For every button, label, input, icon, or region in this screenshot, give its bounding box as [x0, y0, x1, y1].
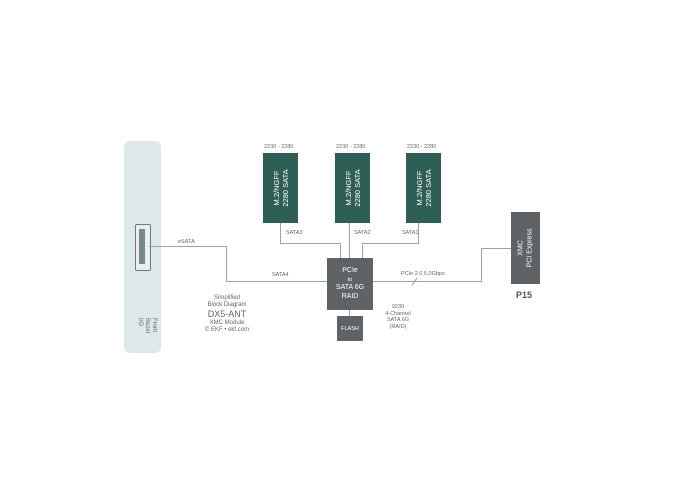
esata-line: [149, 246, 227, 247]
pcie-sata-raid-controller: PCIe to SATA 6G RAID: [327, 258, 373, 310]
raid-note-line: (RAID): [389, 323, 407, 330]
pcie-link-label: PCIe 2.0 5.0Gbps: [401, 271, 445, 277]
m2-slot-label-line: M.2/NGFF: [271, 170, 281, 206]
caption-line: XMC Module: [209, 320, 245, 326]
controller-label-line: RAID: [341, 292, 359, 300]
sata1-horizontal-line: [362, 243, 419, 244]
sata4-line: [226, 281, 327, 282]
slot-form-factor: 2230 - 2280: [336, 144, 366, 150]
m2-slot-label-line: 2280 SATA: [352, 169, 362, 207]
sata2-label: SATA2: [354, 230, 371, 236]
pcie-link-line: [373, 281, 481, 282]
front-bezel-label: Front Bezel I/O: [127, 318, 157, 378]
caption-line: Simplified: [213, 295, 240, 301]
bezel-label-line: I/O: [137, 318, 143, 327]
m2-slot-label-line: M.2/NGFF: [414, 170, 424, 206]
m2-slot-label-line: M.2/NGFF: [343, 170, 353, 206]
connector-pins: [139, 229, 145, 264]
pcie-link-vertical-line: [481, 248, 482, 282]
caption-line: Block Diagram: [207, 302, 247, 308]
raid-note: 9230 4-Channel SATA 6G (RAID): [383, 304, 413, 330]
diagram-caption: Simplified Block Diagram DX5-ANT XMC Mod…: [192, 295, 262, 334]
slot-form-factor: 2230 - 2280: [407, 144, 437, 150]
esata-vertical-line: [226, 246, 227, 281]
sata3-join-line: [340, 243, 341, 258]
pcie-link-to-xmc-line: [481, 248, 511, 249]
bezel-label-line: Bezel: [144, 318, 150, 334]
esata-label: eSATA: [178, 239, 195, 245]
sata1-label: SATA1: [402, 230, 419, 236]
sata4-label: SATA4: [272, 272, 289, 278]
m2-slot-label-line: 2280 SATA: [280, 169, 290, 207]
bezel-label-line: Front: [151, 318, 157, 333]
slot-form-factor: 2230 - 2280: [264, 144, 294, 150]
raid-note-line: SATA 6G: [386, 317, 410, 323]
sata1-join-line: [362, 243, 363, 258]
sata3-label: SATA3: [286, 230, 303, 236]
raid-note-line: 4-Channel: [385, 310, 411, 317]
sata3-vertical-line: [280, 223, 281, 243]
flash-line: [349, 310, 350, 316]
xmc-label-line: PCI Express: [525, 228, 533, 268]
flash-block: FLASH: [337, 316, 363, 341]
xmc-label-line: XMC: [517, 240, 524, 256]
esata-connector: [135, 224, 151, 271]
caption-title: DX5-ANT: [207, 309, 247, 319]
m2-slot-label-line: 2280 SATA: [423, 169, 433, 207]
sata3-horizontal-line: [280, 243, 340, 244]
sata1-vertical-line: [418, 223, 419, 243]
connector-label: P15: [516, 290, 533, 300]
caption-line: © EKF • ekf.com: [204, 327, 250, 333]
controller-label-line: SATA 6G: [335, 284, 365, 291]
controller-label-line: PCIe: [342, 267, 358, 274]
controller-label-line: to: [347, 276, 353, 283]
raid-note-line: 9230: [391, 304, 405, 310]
sata2-vertical-line: [349, 223, 350, 258]
